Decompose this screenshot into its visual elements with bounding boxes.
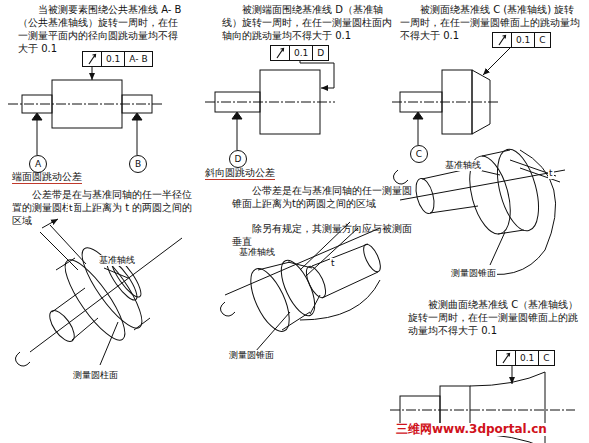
description-text: 被测端面围绕基准线 D（基准轴线）旋转一周时，在任一测量圆柱面内轴向的跳动量均不… xyxy=(222,3,392,42)
description-text: 被测面绕基准线 C (基准轴线) 旋转一周时，在任一测量圆锥面上的跳动量均不得大… xyxy=(400,3,582,42)
datum-letter: B xyxy=(135,159,141,169)
description-text: 除另有规定，其测量方向应与被测面垂直 xyxy=(232,222,412,248)
runout-symbol xyxy=(85,52,99,66)
runout-symbol xyxy=(495,33,509,47)
callout-label: 测量圆锥面 xyxy=(228,350,275,361)
datum-reference: C xyxy=(534,33,549,47)
tolerance-value: 0.1 xyxy=(515,351,538,365)
tolerance-value: 0.1 xyxy=(511,33,534,47)
datum-reference: A- B xyxy=(124,52,151,66)
datum-letter: D xyxy=(235,154,242,164)
callout-label: t xyxy=(68,203,74,214)
tolerance-value: 0.1 xyxy=(289,46,312,60)
datum-circle: C xyxy=(410,145,428,163)
description-text: 被测曲面绕基准线 C（基准轴线）旋转一周时，在任一测量圆锥面上的跳动量均不得大于… xyxy=(408,298,584,337)
callout-label: 基准轴线 xyxy=(238,247,276,258)
tolerance-frame: 0.1C xyxy=(496,350,555,366)
datum-letter: A xyxy=(35,159,41,169)
callout-label: t xyxy=(330,258,336,269)
runout-symbol xyxy=(499,351,513,365)
datum-reference: C xyxy=(538,351,553,365)
tolerance-frame: 0.1D xyxy=(270,45,329,61)
callout-label: t xyxy=(548,168,554,179)
callout-label: 基准轴线 xyxy=(444,160,482,171)
tolerance-frame: 0.1C xyxy=(492,32,551,48)
description-text: 公带差是在与基准同轴的任一测量圆锥面上距离为t的两圆之间的区域 xyxy=(232,184,412,210)
callout-label: 基准轴线 xyxy=(98,255,136,266)
watermark: 三维网www.3dportal.cn xyxy=(394,423,549,436)
description-text: 公差带是在与基准同轴的任一半径位置的测量圆柱面上距离为 t 的两圆之间的区域 xyxy=(12,188,197,227)
datum-letter: C xyxy=(416,149,422,159)
datum-circle: A xyxy=(29,155,47,173)
callout-label: 测量圆锥面 xyxy=(450,268,497,279)
datum-circle: B xyxy=(129,155,147,173)
section-heading: 端面圆跳动公差 xyxy=(12,170,82,184)
callout-label: 测量圆柱面 xyxy=(72,370,119,381)
datum-reference: D xyxy=(312,46,328,60)
runout-symbol xyxy=(273,46,287,60)
tolerance-frame: 0.1A- B xyxy=(82,51,153,67)
tolerance-value: 0.1 xyxy=(101,52,124,66)
description-text: 当被测要素围绕公共基准线 A- B（公共基准轴线）旋转一周时，在任一测量平面内的… xyxy=(18,3,186,55)
section-heading: 斜向圆跳动公差 xyxy=(205,166,275,180)
